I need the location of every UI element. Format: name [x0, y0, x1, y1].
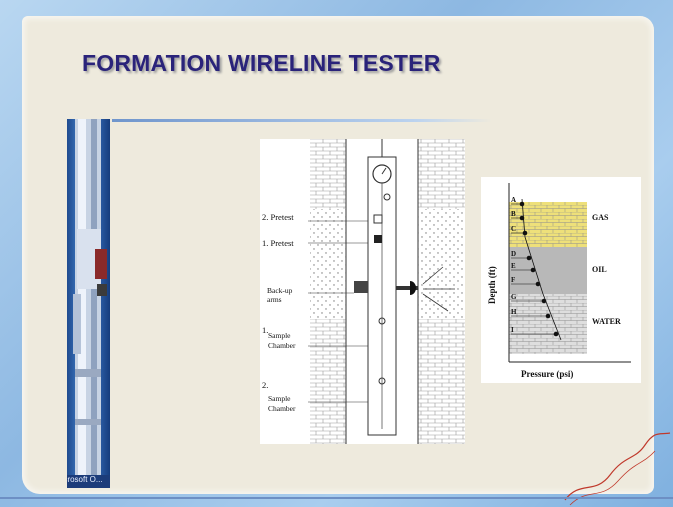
decorative-squiggle — [564, 432, 671, 506]
point-label: E — [511, 262, 516, 270]
label-pretest-1: 1. Pretest — [262, 238, 294, 248]
zone-oil — [509, 247, 587, 294]
point-label: I — [511, 326, 514, 334]
tool-photo — [67, 119, 110, 485]
label-pretest-2: 2. Pretest — [262, 212, 294, 222]
point-label: F — [511, 276, 515, 284]
bottom-rule — [0, 497, 673, 499]
point-label: G — [511, 293, 517, 301]
zone-label-water: WATER — [592, 317, 621, 326]
point-label: D — [511, 250, 516, 258]
label-sample-1a: Sample — [268, 331, 291, 340]
label-sample-2a: Sample — [268, 394, 291, 403]
zone-label-gas: GAS — [592, 213, 609, 222]
chart-graphic: GAS OIL WATER ABC DEF GH I Depth (ft) Press… — [487, 183, 631, 379]
slide-title: FORMATION WIRELINE TESTER — [82, 50, 441, 76]
label-sample-1b: Chamber — [268, 341, 296, 350]
taskbar-caption[interactable]: Microsoft O... — [67, 475, 110, 488]
label-backup-2: arms — [267, 295, 282, 304]
tool-photo-graphic — [73, 119, 107, 485]
point-label: H — [511, 308, 517, 316]
wireline-tool-diagram: 2. Pretest 1. Pretest Back-up arms 1. Sa… — [260, 139, 465, 444]
diagram-graphic: 2. Pretest 1. Pretest Back-up arms 1. Sa… — [262, 139, 465, 444]
point-label: B — [511, 210, 516, 218]
title-underline — [112, 119, 492, 122]
chart-xlabel: Pressure (psi) — [521, 369, 573, 379]
point-label: A — [511, 196, 516, 204]
label-num-2: 2. — [262, 380, 268, 390]
zone-label-oil: OIL — [592, 265, 607, 274]
label-sample-2b: Chamber — [268, 404, 296, 413]
point-label: C — [511, 225, 516, 233]
label-num-1: 1. — [262, 325, 268, 335]
label-backup-1: Back-up — [267, 286, 293, 295]
chart-ylabel: Depth (ft) — [487, 266, 497, 304]
